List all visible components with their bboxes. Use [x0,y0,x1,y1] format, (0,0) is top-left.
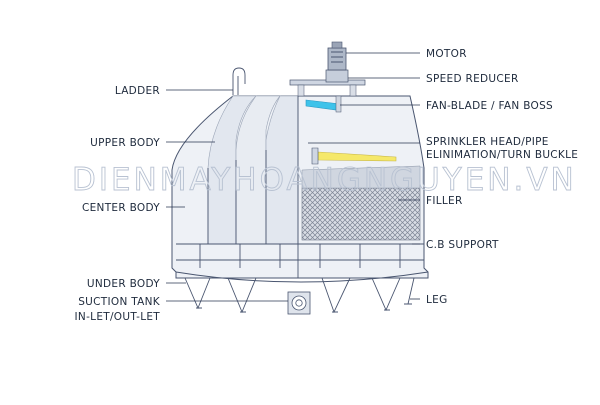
tower-legs [184,277,415,314]
sprinkler-head [311,147,319,165]
label-motor: MOTOR [426,48,467,60]
under-body [175,271,429,283]
label-leg: LEG [426,294,448,306]
filler-block [301,187,421,241]
watermark: DIENMAYHOANGNGUYEN.VN [72,162,577,198]
label-ladder: LADDER [115,85,160,97]
tower [171,41,429,315]
left-labels: LADDER UPPER BODY CENTER BODY UNDER BODY… [75,85,161,323]
right-labels: MOTOR SPEED REDUCER FAN-BLADE / FAN BOSS… [426,48,578,306]
cb-support [176,243,424,268]
upper-body-panels [207,95,299,278]
label-sprinkler-head: SPRINKLER HEAD/PIPE [426,136,549,148]
suction-tank [287,291,311,315]
motor [327,47,347,71]
label-fan-blade: FAN-BLADE / FAN BOSS [426,100,553,112]
top-assembly [289,41,366,113]
label-center-body: CENTER BODY [82,202,160,214]
label-upper-body: UPPER BODY [90,137,160,149]
label-suction-tank: SUCTION TANK [78,296,161,308]
label-cb-support: C.B SUPPORT [426,239,499,251]
label-inlet-outlet: IN-LET/OUT-LET [75,311,161,323]
speed-reducer [325,69,349,83]
label-filler: FILLER [426,195,463,207]
label-under-body: UNDER BODY [87,278,160,290]
filler-bevel [301,165,421,189]
label-elimination: ELINIMATION/TURN BUCKLE [426,149,578,161]
leader-lines [166,52,420,302]
label-speed-reducer: SPEED REDUCER [426,73,519,85]
